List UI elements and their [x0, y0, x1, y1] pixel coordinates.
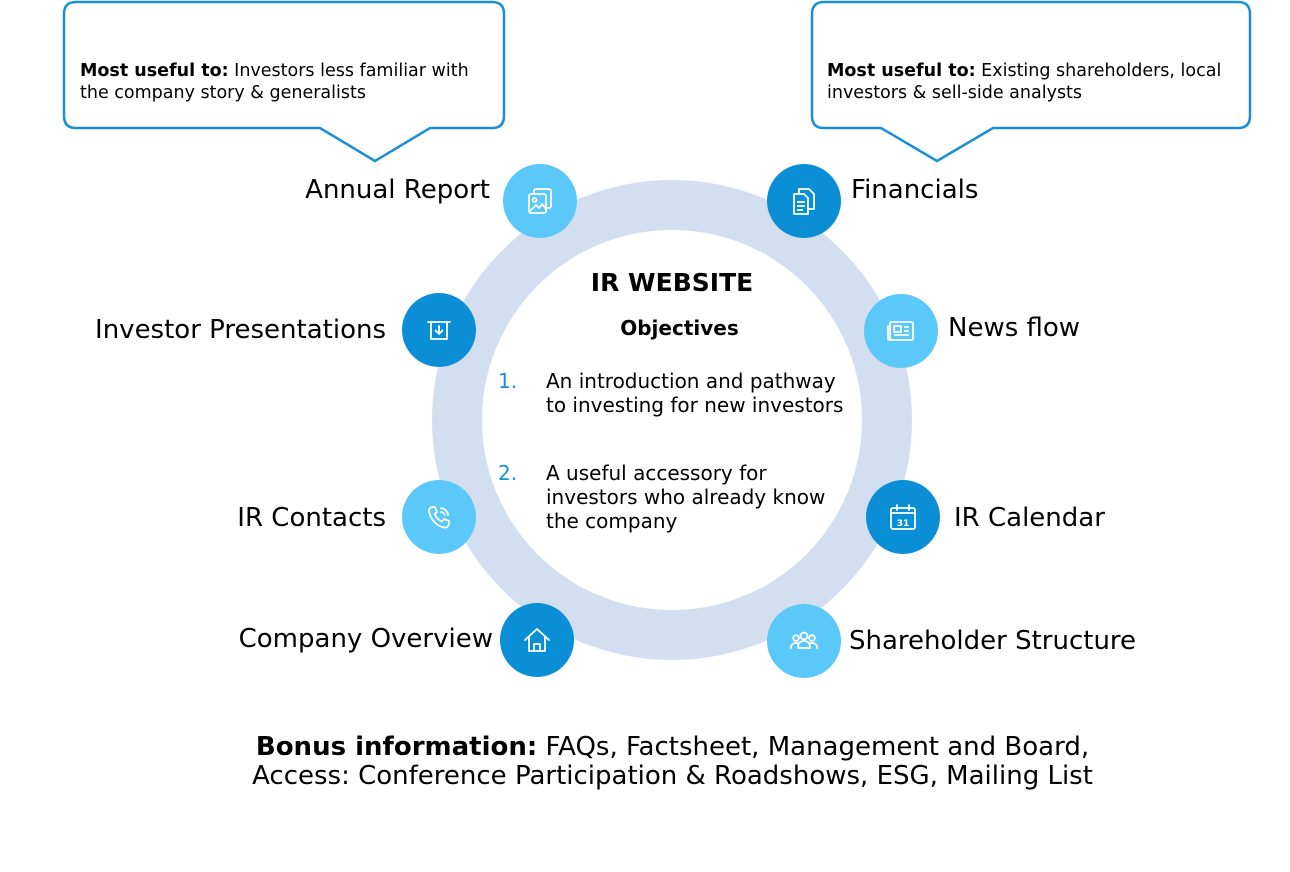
home-icon	[524, 628, 550, 652]
investor-presentations-node[interactable]	[402, 293, 476, 367]
center-title: IR WEBSITE	[590, 268, 754, 297]
objective-number: 2.	[498, 461, 518, 485]
documents-icon	[793, 188, 815, 215]
annual-report-label[interactable]: Annual Report	[305, 175, 490, 205]
bonus-information: Bonus information: FAQs, Factsheet, Mana…	[252, 732, 1093, 791]
objective-text: A useful accessory for investors who alr…	[546, 461, 826, 533]
news-flow-label[interactable]: News flow	[948, 313, 1081, 343]
company-overview-node[interactable]	[500, 603, 574, 677]
images-icon	[528, 188, 552, 214]
ir-contacts-label[interactable]: IR Contacts	[237, 503, 386, 533]
newspaper-icon	[887, 321, 914, 341]
annual-report-node[interactable]	[503, 164, 577, 238]
callout-left-text: Most useful to: Investors less familiar …	[80, 61, 469, 103]
investor-presentations-label[interactable]: Investor Presentations	[95, 315, 386, 345]
news-flow-node[interactable]	[864, 294, 938, 368]
calendar-icon: 31	[890, 504, 916, 530]
objective-text: An introduction and pathway to investing…	[546, 369, 844, 417]
shareholder-structure-node[interactable]	[767, 604, 841, 678]
financials-label[interactable]: Financials	[851, 175, 979, 205]
callout-right-text: Most useful to: Existing shareholders, l…	[827, 61, 1222, 103]
ring-center	[482, 230, 862, 610]
shareholder-structure-label[interactable]: Shareholder Structure	[849, 626, 1137, 656]
ir-contacts-node[interactable]	[402, 480, 476, 554]
callout-left: Most useful to: Investors less familiar …	[62, 0, 512, 170]
ir-calendar-node[interactable]: 31	[866, 480, 940, 554]
phone-icon	[428, 506, 450, 529]
people-icon	[790, 631, 818, 649]
download-box-icon	[427, 321, 451, 340]
company-overview-label[interactable]: Company Overview	[238, 624, 493, 654]
center-subtitle: Objectives	[620, 316, 739, 340]
callout-right: Most useful to: Existing shareholders, l…	[810, 0, 1260, 170]
financials-node[interactable]	[767, 164, 841, 238]
objective-number: 1.	[498, 369, 518, 393]
svg-text:31: 31	[897, 519, 910, 529]
ir-calendar-label[interactable]: IR Calendar	[954, 503, 1105, 533]
